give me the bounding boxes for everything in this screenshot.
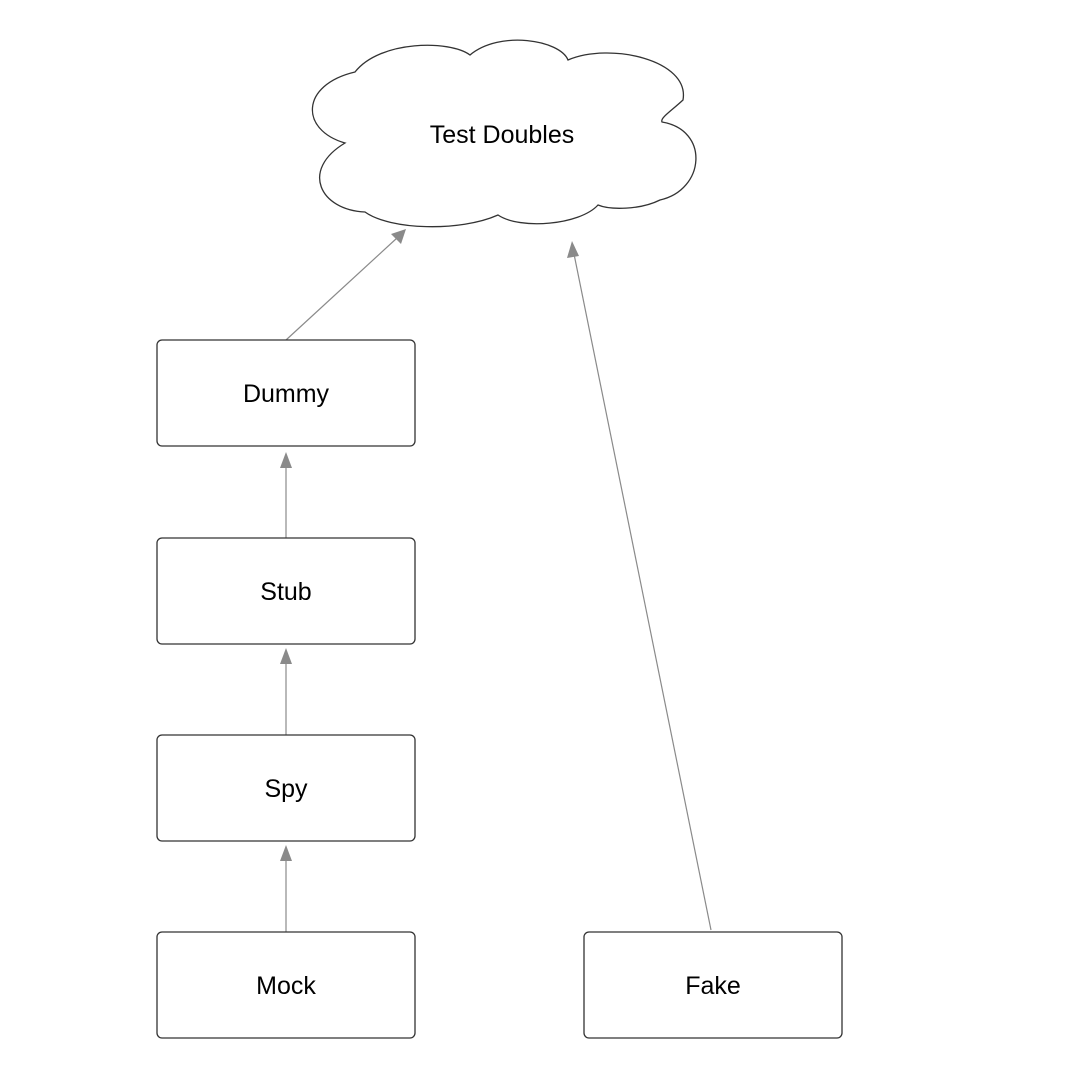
arrowhead-icon	[280, 845, 292, 861]
edges	[280, 229, 712, 932]
node-label-spy: Spy	[264, 775, 308, 803]
node-spy[interactable]: Spy	[156, 734, 416, 842]
arrowhead-icon	[280, 452, 292, 468]
node-label-dummy: Dummy	[243, 380, 330, 408]
edge-fake-to-cloud	[573, 253, 712, 931]
node-stub[interactable]: Stub	[156, 537, 416, 645]
cloud-shape	[311, 39, 697, 228]
edge-dummy-to-cloud	[285, 237, 398, 341]
node-box	[156, 734, 416, 842]
arrowhead-icon	[280, 648, 292, 664]
test-doubles-cloud[interactable]: Test Doubles	[311, 39, 697, 228]
cloud-label: Test Doubles	[430, 121, 575, 149]
node-box	[156, 931, 416, 1039]
node-fake[interactable]: Fake	[583, 931, 843, 1039]
node-label-stub: Stub	[260, 578, 311, 606]
node-box	[156, 339, 416, 447]
node-box	[156, 537, 416, 645]
node-label-mock: Mock	[256, 972, 316, 1000]
arrowhead-icon	[391, 229, 406, 244]
node-dummy[interactable]: Dummy	[156, 339, 416, 447]
node-mock[interactable]: Mock	[156, 931, 416, 1039]
arrowhead-icon	[567, 241, 579, 258]
node-box	[583, 931, 843, 1039]
node-label-fake: Fake	[685, 972, 741, 1000]
